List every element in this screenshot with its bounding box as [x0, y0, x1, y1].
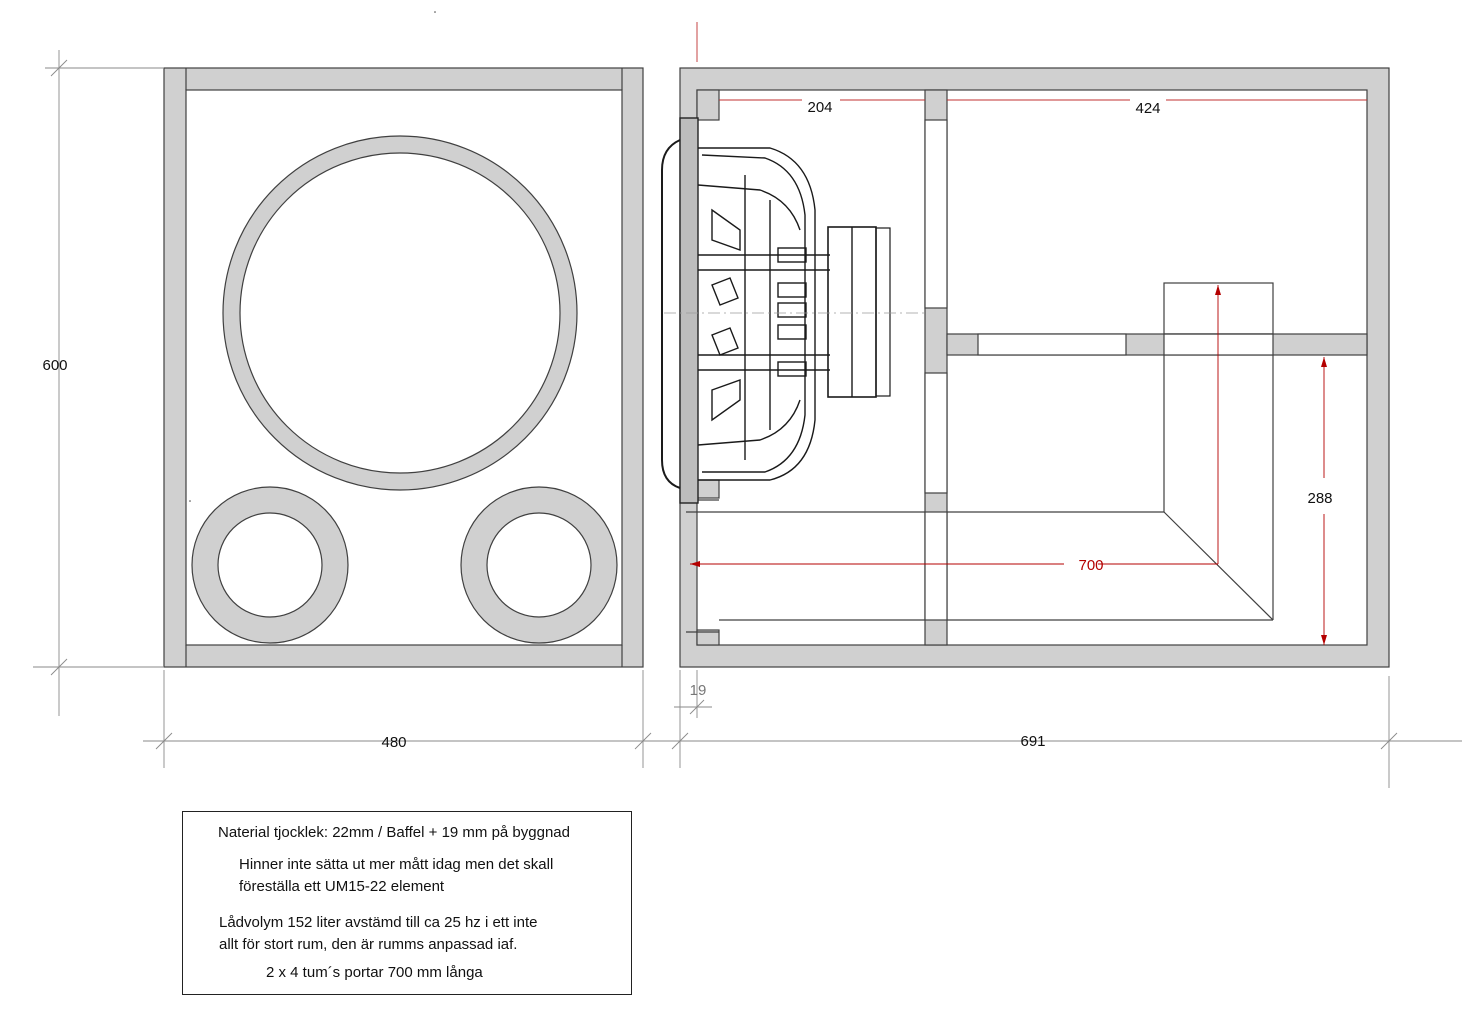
notes-box: Naterial tjocklek: 22mm / Baffel + 19 mm… — [182, 811, 632, 995]
port-duct — [686, 282, 1274, 633]
side-inner-cavity — [696, 89, 1368, 646]
dim-chamber-rear-label: 424 — [1135, 100, 1160, 117]
port-right-hole — [486, 512, 592, 618]
side-view — [679, 67, 1390, 668]
note-material-thickness: Naterial tjocklek: 22mm / Baffel + 19 mm… — [218, 824, 570, 841]
note-ports: 2 x 4 tum´s portar 700 mm långa — [266, 964, 483, 981]
dim-baffle-extra-label: 19 — [690, 682, 707, 699]
front-view — [163, 67, 644, 668]
dim-front-width-label: 480 — [381, 734, 406, 751]
note-box-volume: Lådvolym 152 liter avstämd till ca 25 hz… — [219, 914, 538, 931]
driver-side-view — [661, 117, 925, 504]
note-room-fit: allt för stort rum, den är rumms anpassa… — [219, 936, 518, 953]
dimension-lines — [33, 22, 1462, 788]
dim-chamber-front-label: 204 — [807, 99, 832, 116]
dim-port-height-label: 288 — [1307, 490, 1332, 507]
woofer-cutout — [239, 152, 561, 474]
dim-height-label: 600 — [42, 357, 67, 374]
baffle-doubler — [696, 89, 720, 121]
dim-port-length-label: 700 — [1078, 557, 1103, 574]
note-element-model: föreställa ett UM15-22 element — [239, 878, 445, 895]
dim-side-depth-label: 691 — [1020, 733, 1045, 750]
port-left-hole — [217, 512, 323, 618]
note-dimensions-pending: Hinner inte sätta ut mer mått idag men d… — [239, 856, 554, 873]
